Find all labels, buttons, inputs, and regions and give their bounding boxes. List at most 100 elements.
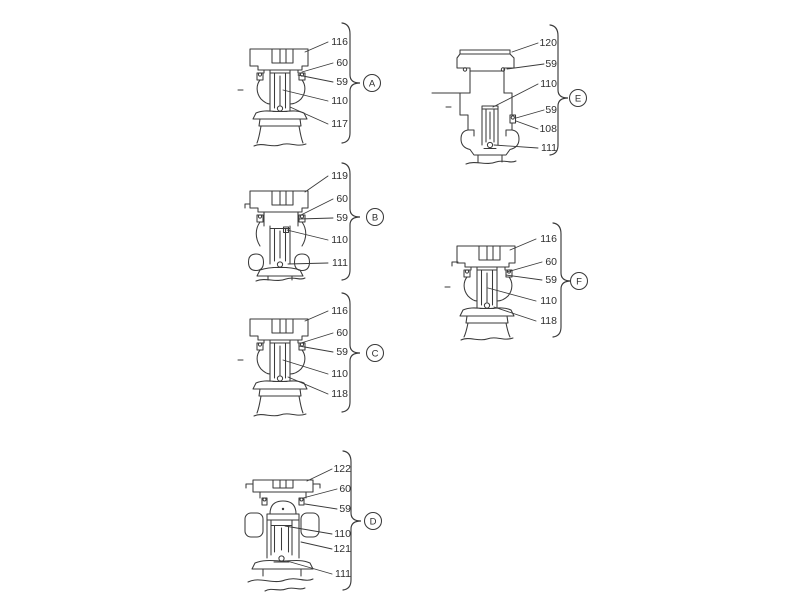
figure-letter-badge: E (568, 88, 588, 108)
plunger (269, 339, 291, 383)
badge-circle (362, 73, 382, 93)
body-walls (266, 519, 300, 559)
figure-a: A 116 60 59 110 117 (230, 16, 395, 156)
collar (266, 513, 300, 521)
check-ball (276, 105, 284, 112)
callout-label: 120 (539, 37, 557, 49)
callout-label: 116 (331, 305, 348, 317)
grouping-brace (549, 24, 569, 156)
valve-assembly-drawing-e (431, 49, 520, 165)
plunger (476, 266, 498, 310)
figure-f: F 116 60 59 110 118 (440, 220, 598, 342)
callout-label: 60 (336, 327, 348, 339)
seal-ring-left (464, 269, 470, 274)
retainer-curves (237, 79, 306, 105)
callout-label: 110 (540, 78, 557, 90)
figure-letter-badge: A (362, 73, 382, 93)
callout-label: 110 (331, 368, 348, 380)
body-walls (263, 211, 299, 227)
seat-flange (251, 559, 314, 577)
callout-label: 116 (331, 36, 348, 48)
seal-ring-left (262, 497, 267, 502)
side-lobes (247, 253, 311, 272)
break-line (255, 277, 306, 282)
callout-label: 119 (331, 170, 348, 182)
seal-lugs (259, 491, 307, 506)
left-tick (451, 261, 459, 267)
cap-slot (271, 318, 294, 334)
cap-outline (249, 48, 309, 71)
figure-letter: E (575, 94, 581, 105)
figure-b: B 119 60 59 110 111 (230, 158, 395, 290)
body-profile (459, 92, 513, 131)
dome (269, 500, 297, 515)
seal-ring-left (257, 342, 263, 347)
callout-label: 121 (333, 543, 351, 555)
figure-d: D 122 60 59 110 121 111 (225, 448, 397, 596)
valve-assembly-drawing-b (244, 190, 311, 282)
callout-label: 110 (331, 234, 348, 246)
retainer-curves (255, 221, 307, 247)
callout-label: 59 (336, 212, 348, 224)
badge-circle (365, 343, 385, 363)
check-ball (276, 261, 284, 268)
callout-label: 108 (539, 123, 557, 135)
port-line (431, 92, 471, 108)
side-ticks (245, 483, 321, 489)
retainer-curves (444, 276, 513, 302)
lower-stem-break (253, 125, 307, 147)
figure-letter-badge: C (365, 343, 385, 363)
seal-lugs (463, 266, 513, 278)
badge-circle (363, 511, 383, 531)
leader-lines (282, 310, 334, 395)
plunger (270, 519, 293, 563)
break-lines (247, 578, 314, 592)
seat-flange (252, 380, 308, 397)
seat-flange (252, 110, 308, 127)
figure-letter: B (372, 213, 378, 224)
callout-label: 117 (331, 118, 348, 130)
leader-lines (492, 42, 545, 149)
valve-assembly-drawing-d (244, 479, 321, 592)
figure-letter-badge: B (365, 207, 385, 227)
callout-label: 118 (331, 388, 348, 400)
seal-ring-left (257, 214, 263, 219)
figure-letter: C (372, 349, 379, 360)
valve-assembly-drawing-f (444, 245, 516, 341)
leader-lines (487, 238, 543, 322)
seal-ring-left (257, 72, 263, 77)
seal-ring-lug (510, 115, 515, 120)
cap-slot (271, 48, 294, 64)
badge-circle (365, 207, 385, 227)
lower-stem-break (460, 322, 514, 341)
callout-label: 59 (545, 104, 557, 116)
leader-lines (282, 41, 334, 125)
callout-label: 111 (332, 257, 348, 269)
callout-label: 111 (335, 568, 351, 580)
callout-label: 59 (545, 274, 557, 286)
leader-lines (284, 468, 338, 575)
badge-circle (568, 88, 588, 108)
callout-label: 60 (336, 193, 348, 205)
seat-flange (459, 307, 515, 324)
check-ball (486, 141, 494, 149)
cap-slot (271, 190, 294, 206)
callout-label: 116 (540, 233, 557, 245)
cap-outline (249, 190, 309, 213)
valve-assembly-drawing-c (237, 318, 309, 417)
cap-outline (456, 245, 516, 268)
figure-letter: D (370, 517, 377, 528)
figure-e: E 120 59 110 59 108 111 (430, 18, 595, 166)
callout-label: 59 (545, 58, 557, 70)
side-lug (509, 114, 517, 124)
break-lines (465, 154, 517, 165)
seal-lugs (256, 339, 306, 351)
check-ball (483, 302, 491, 309)
callout-label: 110 (334, 528, 351, 540)
figure-letter-badge: D (363, 511, 383, 531)
callout-label: 60 (545, 256, 557, 268)
valve-assembly-drawing-a (237, 48, 309, 147)
figure-letter: A (369, 79, 376, 90)
seal-ring-right (500, 67, 506, 72)
check-ball (276, 375, 284, 382)
